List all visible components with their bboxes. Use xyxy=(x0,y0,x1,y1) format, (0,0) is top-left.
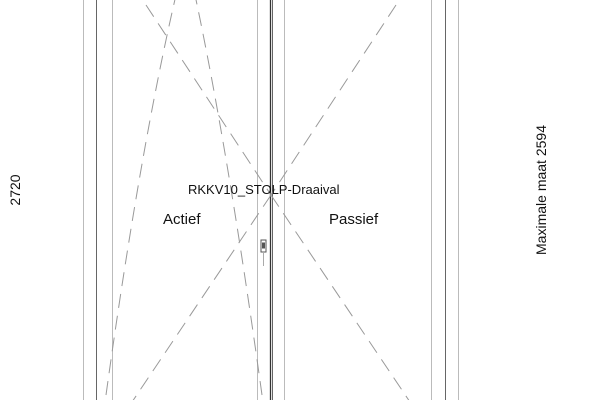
max-dimension: Maximale maat 2594 xyxy=(533,125,549,255)
tilt-line-left xyxy=(105,0,176,396)
right-turn-line-bottom xyxy=(270,194,410,400)
window-type-label: RKKV10_STOLP-Draaival xyxy=(188,182,340,197)
right-turn-line-top xyxy=(270,4,397,196)
right-leaf-label: Passief xyxy=(329,211,379,228)
left-leaf-label: Actief xyxy=(163,211,201,228)
left-turn-line-bottom xyxy=(132,194,272,400)
height-dimension: 2720 xyxy=(7,174,23,206)
handle-icon xyxy=(260,239,267,266)
opening-lines xyxy=(105,0,410,400)
left-turn-line-top xyxy=(145,4,272,196)
tilt-line-right xyxy=(195,0,263,396)
